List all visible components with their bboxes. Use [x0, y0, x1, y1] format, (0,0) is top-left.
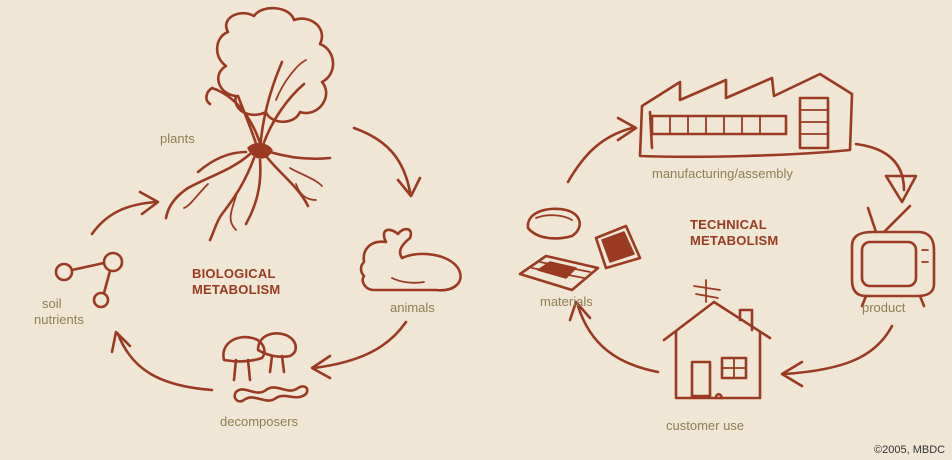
- technical-title-line1: TECHNICAL: [690, 217, 767, 232]
- biological-title-line1: BIOLOGICAL: [192, 266, 276, 281]
- customer-use-label: customer use: [666, 418, 745, 433]
- arrow-soil-to-plants: [90, 190, 160, 236]
- materials-icon: [518, 207, 642, 292]
- arrow-materials-to-factory: [566, 116, 638, 184]
- materials-label: materials: [540, 294, 593, 309]
- biological-title-line2: METABOLISM: [192, 282, 281, 297]
- plants-label: plants: [160, 131, 195, 146]
- copyright-text: ©2005, MBDC: [874, 444, 946, 456]
- tree-icon: [164, 6, 335, 242]
- arrow-factory-to-product: [854, 142, 918, 204]
- molecule-icon: [54, 251, 124, 309]
- arrow-decomposers-to-soil: [110, 330, 214, 392]
- nutrients-label: nutrients: [34, 312, 84, 327]
- mushroom-icon: [222, 332, 298, 382]
- arrow-customer-to-materials: [568, 300, 660, 374]
- house-icon: [662, 279, 772, 400]
- product-label: product: [862, 300, 906, 315]
- technical-title-line2: METABOLISM: [690, 233, 779, 248]
- arrow-product-to-customer: [780, 324, 894, 388]
- tv-icon: [850, 204, 936, 308]
- arrow-plants-to-animals: [352, 126, 422, 198]
- worm-icon: [233, 385, 309, 403]
- rabbit-icon: [359, 227, 462, 292]
- soil-label: soil: [42, 296, 62, 311]
- factory-icon: [638, 72, 854, 159]
- arrow-animals-to-decomposers: [310, 320, 408, 380]
- animals-label: animals: [390, 300, 435, 315]
- decomposers-label: decomposers: [220, 414, 299, 429]
- manufacturing-label: manufacturing/assembly: [652, 166, 793, 181]
